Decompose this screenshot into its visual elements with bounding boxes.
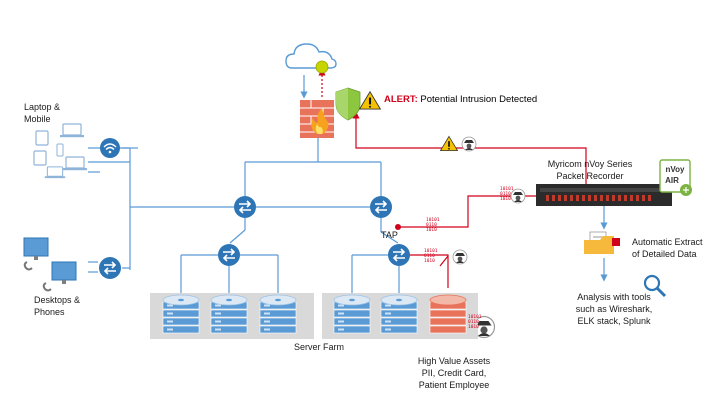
phone-handset-icon (23, 261, 33, 271)
svg-text:1010: 1010 (426, 227, 437, 233)
server-icon (259, 294, 297, 334)
monitor-icon (51, 261, 77, 284)
svg-text:10101: 10101 (500, 186, 514, 192)
alert-message: ALERT: Potential Intrusion Detected (384, 94, 537, 105)
tablet-icon (35, 130, 49, 146)
svg-text:10101: 10101 (424, 248, 438, 254)
high-value-server-icon (429, 294, 467, 334)
laptop-icon (44, 166, 66, 179)
nvoy-air-badge: nVoy AIR (659, 159, 692, 196)
hacker-icon (452, 249, 468, 265)
hacker-icon (461, 136, 477, 152)
svg-text:nVoy: nVoy (666, 165, 686, 174)
svg-text:10101: 10101 (468, 314, 482, 320)
laptop-icon (59, 123, 85, 138)
document-extract-icon (584, 231, 620, 254)
svg-text:1010: 1010 (500, 196, 511, 202)
analysis-tools-label: Analysis with tools such as Wireshark, E… (575, 292, 653, 326)
alert-text: Potential Intrusion Detected (417, 94, 538, 105)
cloud-icon (285, 43, 337, 74)
switch-icon (217, 243, 241, 267)
tap-label: TAP (381, 230, 398, 240)
warning-icon (439, 135, 459, 152)
svg-text:0110: 0110 (424, 253, 435, 259)
switch-icon (369, 195, 393, 219)
monitor-icon (23, 237, 49, 260)
server-farm-label: Server Farm (294, 342, 345, 352)
alert-word: ALERT: (384, 94, 418, 105)
switch-icon (233, 195, 257, 219)
network-links (88, 75, 608, 293)
tablet-icon (33, 150, 47, 166)
desktops-phones-devices (23, 237, 77, 292)
svg-text:0110: 0110 (500, 191, 511, 197)
wifi-icon (100, 138, 120, 158)
server-icon (210, 294, 248, 334)
phone-handset-icon (42, 282, 52, 292)
desktops-phones-label: Desktops & Phones (34, 295, 81, 317)
svg-text:10101: 10101 (426, 217, 440, 223)
svg-text:AIR: AIR (665, 176, 679, 185)
firewall-icon (300, 100, 334, 138)
high-value-assets-label: High Value Assets PII, Credit Card, Pati… (417, 356, 491, 390)
magnifier-icon (643, 274, 667, 298)
packet-recorder-device (536, 184, 672, 206)
server-icon (333, 294, 371, 334)
packet-recorder-label: Myricom nVoy Series Packet Recorder (547, 159, 633, 181)
laptop-icon (62, 156, 88, 171)
alert-warning-icon (359, 91, 381, 110)
svg-text:0110: 0110 (468, 319, 479, 325)
auto-extract-label: Automatic Extract of Detailed Data (632, 237, 703, 259)
switch-icon (98, 256, 122, 280)
tap-point (395, 224, 401, 230)
laptop-mobile-label: Laptop & Mobile (24, 102, 61, 124)
switch-icon (387, 243, 411, 267)
shield-icon (335, 87, 361, 121)
svg-text:1010: 1010 (424, 258, 435, 264)
server-icon (380, 294, 418, 334)
phone-icon (56, 143, 64, 157)
svg-text:0110: 0110 (426, 222, 437, 228)
server-icon (162, 294, 200, 334)
svg-text:1010: 1010 (468, 324, 479, 330)
laptop-mobile-devices (33, 123, 88, 179)
